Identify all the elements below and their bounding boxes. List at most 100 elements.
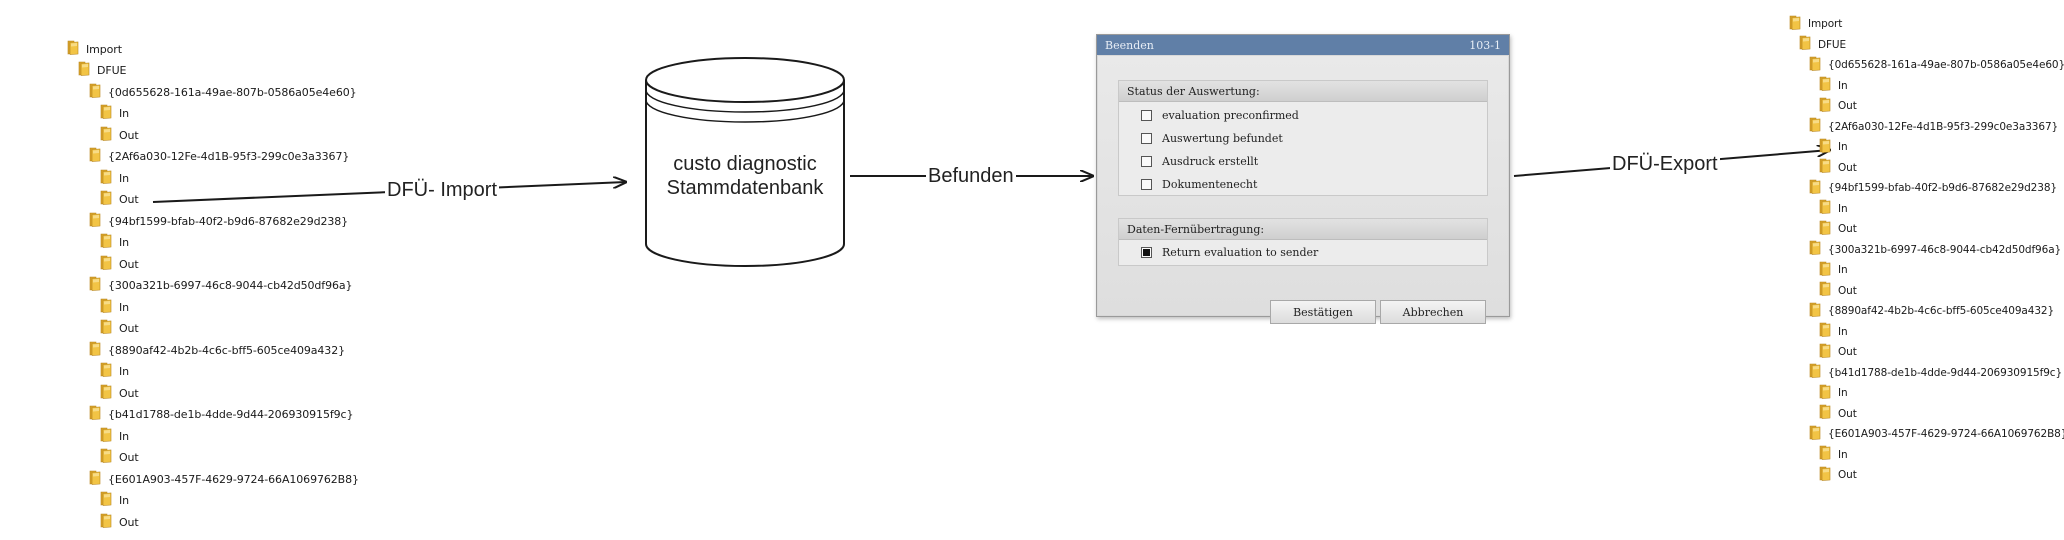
tree-item-guid[interactable]: {2Af6a030-12Fe-4d1B-95f3-299c0e3a3367} (88, 147, 350, 166)
tree-item-label: Out (1838, 100, 1857, 112)
folder-icon (99, 362, 112, 381)
status-checkbox[interactable] (1141, 155, 1152, 167)
status-checkbox[interactable] (1141, 132, 1152, 144)
tree-item-in[interactable]: In (99, 169, 129, 187)
dialog-body: Status der Auswertung: evaluation precon… (1098, 56, 1508, 324)
tree-item-guid[interactable]: {300a321b-6997-46c8-9044-cb42d50df96a} (88, 276, 353, 295)
flow-label-befunden: Befunden (926, 164, 1016, 188)
tree-item-in[interactable]: In (1818, 322, 1848, 341)
tree-item-in[interactable]: In (99, 427, 129, 445)
status-option[interactable]: Dokumentenecht (1141, 176, 1257, 192)
flow-label-import: DFÜ- Import (385, 178, 499, 202)
finish-dialog: Beenden 103-1 Status der Auswertung: eva… (1096, 34, 1510, 324)
tree-item-guid[interactable]: {b41d1788-de1b-4dde-9d44-206930915f9c} (1808, 363, 2063, 382)
tree-item-root[interactable]: Import (66, 40, 122, 58)
folder-icon (99, 427, 112, 446)
tree-item-dfue[interactable]: DFUE (77, 61, 127, 80)
tree-item-label: {b41d1788-de1b-4dde-9d44-206930915f9c} (1828, 366, 2063, 379)
tree-item-out[interactable]: Out (1818, 404, 1857, 423)
tree-item-out[interactable]: Out (99, 384, 139, 402)
folder-icon (99, 169, 112, 188)
tree-item-label: In (119, 236, 130, 249)
tree-item-in[interactable]: In (99, 298, 129, 316)
tree-item-label: Out (119, 128, 139, 142)
tree-item-guid[interactable]: {94bf1599-bfab-40f2-b9d6-87682e29d238} (88, 212, 348, 230)
folder-icon (88, 147, 101, 166)
tree-item-in[interactable]: In (99, 233, 130, 252)
tree-item-guid[interactable]: {8890af42-4b2b-4c6c-bff5-605ce409a432} (88, 341, 345, 359)
folder-icon (99, 233, 112, 252)
status-group: Status der Auswertung: evaluation precon… (1118, 80, 1488, 196)
tree-item-guid[interactable]: {E601A903-457F-4629-9724-66A1069762B8} (88, 470, 359, 488)
tree-item-in[interactable]: In (1818, 261, 1848, 279)
status-option[interactable]: Ausdruck erstellt (1141, 153, 1258, 169)
tree-item-guid[interactable]: {0d655628-161a-49ae-807b-0586a05e4e60} (1808, 56, 2064, 74)
tree-item-label: Out (119, 257, 139, 271)
tree-item-out[interactable]: Out (99, 448, 139, 467)
tree-item-out[interactable]: Out (99, 126, 139, 144)
folder-icon (1818, 445, 1831, 464)
tree-item-root[interactable]: Import (1788, 15, 1842, 33)
tree-item-out[interactable]: Out (1818, 97, 1857, 115)
tree-item-label: Import (86, 42, 122, 56)
status-checkbox-label: Ausdruck erstellt (1162, 154, 1259, 168)
tree-item-label: In (1838, 325, 1848, 338)
tree-item-label: {2Af6a030-12Fe-4d1B-95f3-299c0e3a3367} (108, 150, 350, 163)
tree-item-in[interactable]: In (1818, 199, 1848, 218)
tree-item-out[interactable]: Out (99, 319, 139, 338)
tree-item-guid[interactable]: {94bf1599-bfab-40f2-b9d6-87682e29d238} (1808, 179, 2057, 197)
folder-icon (99, 255, 112, 274)
tree-item-out[interactable]: Out (1818, 281, 1857, 300)
tree-item-in[interactable]: In (99, 104, 129, 123)
tree-item-dfue[interactable]: DFUE (1798, 35, 1846, 54)
folder-icon (1818, 322, 1831, 341)
database-top (645, 57, 845, 103)
folder-icon (1818, 220, 1831, 239)
dialog-title: Beenden (1105, 38, 1154, 52)
tree-item-guid[interactable]: {b41d1788-de1b-4dde-9d44-206930915f9c} (88, 405, 353, 424)
tree-item-guid[interactable]: {0d655628-161a-49ae-807b-0586a05e4e60} (88, 83, 357, 101)
status-option[interactable]: Auswertung befundet (1141, 130, 1283, 146)
dialog-titlebar[interactable]: Beenden 103-1 (1097, 35, 1509, 55)
tree-item-label: In (1838, 448, 1848, 461)
status-checkbox-label: evaluation preconfirmed (1162, 108, 1299, 122)
tree-item-in[interactable]: In (1818, 384, 1848, 402)
tree-item-label: {94bf1599-bfab-40f2-b9d6-87682e29d238} (1828, 182, 2057, 194)
tree-item-label: Out (119, 193, 139, 206)
tree-item-guid[interactable]: {E601A903-457F-4629-9724-66A1069762B8} (1808, 425, 2064, 443)
tree-item-in[interactable]: In (1818, 76, 1848, 95)
tree-item-in[interactable]: In (99, 491, 130, 510)
status-checkbox[interactable] (1141, 109, 1152, 121)
tree-item-label: In (119, 365, 130, 378)
tree-item-in[interactable]: In (99, 362, 130, 381)
tree-item-out[interactable]: Out (1818, 466, 1857, 484)
tree-item-out[interactable]: Out (1818, 343, 1857, 361)
tree-item-guid[interactable]: {8890af42-4b2b-4c6c-bff5-605ce409a432} (1808, 302, 2054, 320)
folder-icon (99, 126, 112, 145)
folder-icon (1818, 158, 1831, 177)
option-return-to-sender[interactable]: Return evaluation to sender (1141, 244, 1318, 260)
tree-item-in[interactable]: In (1818, 445, 1848, 464)
tree-item-out[interactable]: Out (99, 190, 139, 209)
dialog-code: 103-1 (1469, 38, 1501, 52)
tree-item-label: {94bf1599-bfab-40f2-b9d6-87682e29d238} (108, 214, 349, 228)
confirm-button[interactable]: Bestätigen (1270, 300, 1376, 324)
tree-item-guid[interactable]: {2Af6a030-12Fe-4d1B-95f3-299c0e3a3367} (1808, 117, 2059, 136)
tree-item-out[interactable]: Out (1818, 220, 1857, 238)
status-checkbox[interactable] (1141, 178, 1152, 190)
tree-item-label: {2Af6a030-12Fe-4d1B-95f3-299c0e3a3367} (1828, 120, 2059, 133)
checkbox-return-to-sender[interactable] (1141, 246, 1152, 258)
status-option[interactable]: evaluation preconfirmed (1141, 107, 1299, 123)
tree-item-guid[interactable]: {300a321b-6997-46c8-9044-cb42d50df96a} (1808, 240, 2061, 259)
tree-item-out[interactable]: Out (99, 513, 139, 531)
tree-item-out[interactable]: Out (99, 255, 139, 273)
tree-item-label: In (1838, 79, 1848, 92)
tree-item-out[interactable]: Out (1818, 158, 1857, 177)
tree-item-label: In (119, 494, 130, 507)
tree-item-in[interactable]: In (1818, 138, 1848, 156)
folder-icon (1808, 363, 1821, 382)
database-label-line1: custo diagnostic (673, 153, 817, 175)
cancel-button[interactable]: Abbrechen (1380, 300, 1486, 324)
tree-item-label: In (1838, 387, 1848, 399)
folder-icon (99, 384, 112, 403)
